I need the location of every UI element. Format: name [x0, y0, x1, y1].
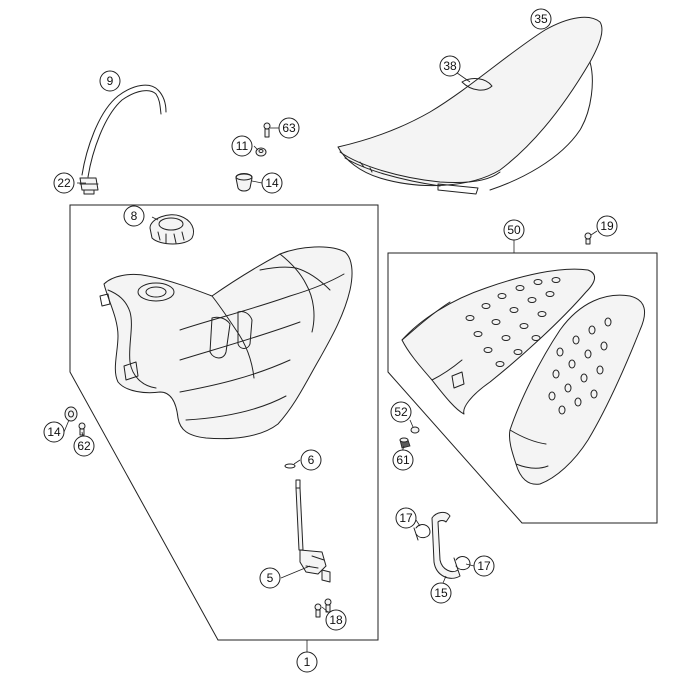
- screw-19: [584, 232, 592, 245]
- bushing-11: [255, 147, 267, 157]
- spoiler-group-frame: [387, 252, 658, 524]
- screw-18: [314, 598, 332, 618]
- callout-19: 19: [596, 215, 618, 237]
- svg-text:8: 8: [131, 209, 138, 223]
- screw-63: [263, 122, 271, 138]
- spoiler-left: [401, 268, 595, 415]
- callout-9: 9: [99, 70, 121, 92]
- svg-text:15: 15: [434, 586, 448, 600]
- callout-14-top: 14: [261, 172, 283, 194]
- svg-text:1: 1: [304, 655, 311, 669]
- svg-text:6: 6: [308, 453, 315, 467]
- callout-15: 15: [430, 582, 452, 604]
- callout-11: 11: [231, 135, 253, 157]
- breather-hose: [81, 84, 167, 178]
- callout-1: 1: [296, 651, 318, 673]
- spoiler-right: [509, 294, 646, 485]
- svg-text:17: 17: [399, 511, 413, 525]
- rubber-buffer-14-side: [64, 406, 78, 422]
- fuel-cap: [149, 214, 194, 245]
- callout-38: 38: [439, 55, 461, 77]
- hose-clamp-17-bottom: [453, 556, 471, 571]
- washer-52: [410, 426, 420, 434]
- svg-text:52: 52: [394, 405, 408, 419]
- svg-text:17: 17: [477, 559, 491, 573]
- svg-text:18: 18: [329, 613, 343, 627]
- svg-text:38: 38: [443, 59, 457, 73]
- callout-14-side: 14: [43, 421, 65, 443]
- svg-text:62: 62: [77, 439, 91, 453]
- callout-61: 61: [392, 449, 414, 471]
- callout-17-bottom: 17: [473, 555, 495, 577]
- callout-17-top: 17: [395, 507, 417, 529]
- svg-text:63: 63: [282, 121, 296, 135]
- svg-text:19: 19: [600, 219, 614, 233]
- o-ring-6: [284, 463, 296, 469]
- callout-50: 50: [503, 219, 525, 241]
- fuel-hose: [431, 511, 461, 579]
- svg-text:9: 9: [107, 74, 114, 88]
- callout-63: 63: [278, 117, 300, 139]
- screw-61: [399, 437, 411, 449]
- fuel-tank: [99, 246, 353, 440]
- callout-52: 52: [390, 401, 412, 423]
- callout-5: 5: [259, 567, 281, 589]
- callout-18: 18: [325, 609, 347, 631]
- callout-35: 35: [530, 8, 552, 30]
- svg-text:11: 11: [236, 139, 249, 153]
- fuel-tank-group-frame: [69, 204, 379, 641]
- hose-clamp-17-top: [413, 524, 431, 541]
- svg-text:35: 35: [534, 12, 548, 26]
- callout-22: 22: [53, 172, 75, 194]
- hose-fitting: [79, 177, 99, 195]
- rubber-buffer-14-top: [235, 173, 253, 192]
- fuel-tap: [295, 479, 331, 583]
- svg-text:5: 5: [267, 571, 274, 585]
- svg-text:22: 22: [57, 176, 71, 190]
- callout-62: 62: [73, 435, 95, 457]
- svg-text:61: 61: [396, 453, 410, 467]
- seat: [337, 16, 603, 195]
- callout-8: 8: [123, 205, 145, 227]
- svg-text:14: 14: [265, 176, 279, 190]
- svg-text:50: 50: [507, 223, 521, 237]
- svg-text:14: 14: [47, 425, 61, 439]
- callout-6: 6: [300, 449, 322, 471]
